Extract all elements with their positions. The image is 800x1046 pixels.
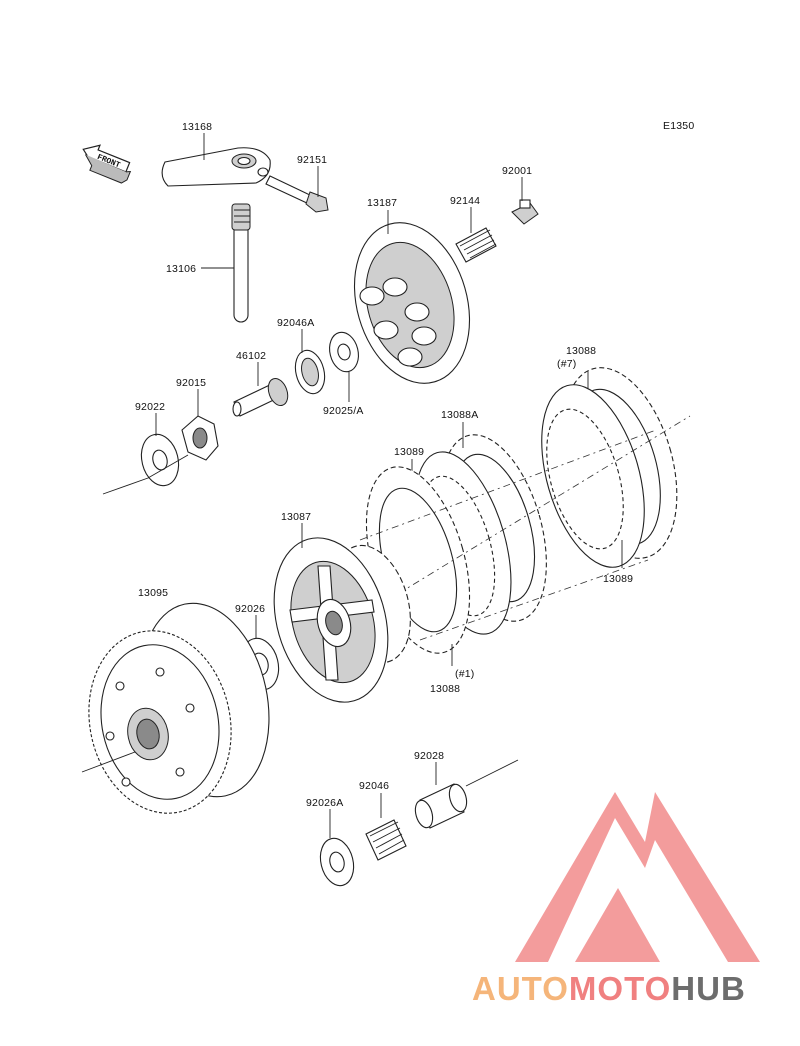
label-13089-right: 13089 [603,573,633,585]
watermark-text-moto: MOTO [569,970,671,1007]
part-13106-push-rod [231,203,251,323]
label-92028: 92028 [414,750,444,762]
label-13088-top: 13088 [566,345,596,357]
label-92025a: 92025/A [323,405,364,417]
label-13089-left: 13089 [394,446,424,458]
part-92026a-washer [319,837,355,887]
part-92144-spring [455,227,497,263]
label-92026a: 92026A [306,797,343,809]
label-92015: 92015 [176,377,206,389]
part-13089-steel-plate-right [541,384,645,568]
part-92028-collar [414,783,468,829]
label-13088-top-qty: (#7) [557,358,576,370]
label-46102: 46102 [236,350,266,362]
svg-text:AUTOMOTOHUB: AUTOMOTOHUB [472,970,746,1007]
label-13106: 13106 [166,263,196,275]
part-13087-clutch-hub [273,537,411,703]
part-92015-nut [181,415,219,461]
front-direction-arrow: FRONT [82,144,132,184]
label-92022: 92022 [135,401,165,413]
label-13087: 13087 [281,511,311,523]
part-13187-pressure-plate [353,222,471,384]
label-92046: 92046 [359,780,389,792]
label-92001: 92001 [502,165,532,177]
diagram-code: E1350 [663,120,694,132]
part-92022-washer [140,433,180,487]
part-92151-bolt [265,175,329,213]
part-92046-needle-bearing [365,819,407,861]
label-13088a: 13088A [441,409,478,421]
part-92001-bolt [511,199,539,225]
label-13088-bottom: 13088 [430,683,460,695]
part-46102-pusher [232,377,289,417]
label-13088-bottom-qty: (#1) [455,668,474,680]
watermark-triangle-shape [515,792,760,962]
label-13187: 13187 [367,197,397,209]
watermark-text-hub: HUB [671,970,746,1007]
part-13095-clutch-housing [88,602,270,814]
label-92046a: 92046A [277,317,314,329]
label-13168: 13168 [182,121,212,133]
part-92046a-bearing [294,349,326,395]
label-13095: 13095 [138,587,168,599]
label-92026: 92026 [235,603,265,615]
label-92144: 92144 [450,195,480,207]
part-13168-release-lever [161,147,271,187]
watermark-logo: AUTOMOTOHUB [472,792,760,1007]
label-92151: 92151 [297,154,327,166]
watermark-text-auto: AUTO [472,970,569,1007]
part-92025a-washer [329,331,359,373]
